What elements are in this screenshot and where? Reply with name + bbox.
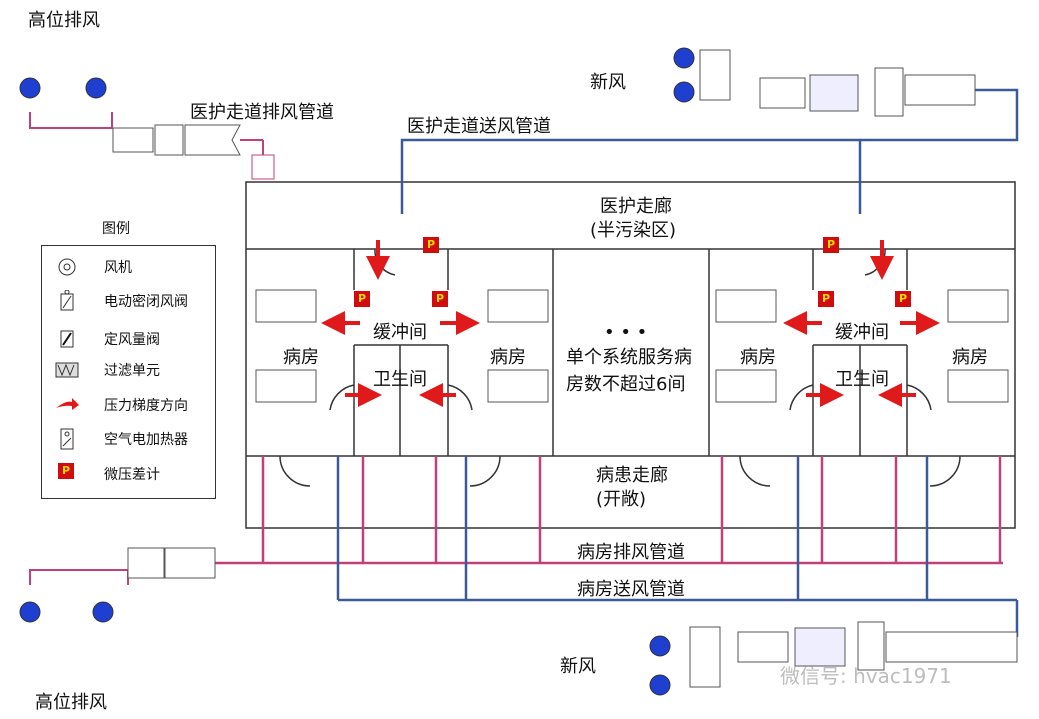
- ward-label: 病房: [490, 347, 526, 368]
- pressure-gradient-arrow-icon: [56, 398, 79, 410]
- legend-text: 风机: [104, 260, 132, 276]
- micro-pressure-gauge-icon: P: [432, 291, 448, 307]
- fan-icon: [19, 77, 41, 99]
- corridor-supply-duct-label: 医护走道送风管道: [407, 116, 551, 137]
- fan-icon: [58, 258, 76, 276]
- bottom-fresh-air-unit: [689, 621, 1018, 688]
- fresh-air-bottom-label: 新风: [560, 656, 596, 677]
- legend-text: 电动密闭风阀: [104, 294, 188, 310]
- patient-corridor-sub-label: (开敞): [596, 489, 647, 510]
- fans: [19, 47, 695, 696]
- top-exhaust-unit: [29, 112, 275, 180]
- fan-icon: [85, 77, 107, 99]
- medical-corridor-label: 医护走廊: [600, 196, 672, 217]
- exhaust-bottom-title: 高位排风: [35, 692, 107, 713]
- electric-air-heater-icon: [60, 428, 74, 450]
- fan-icon: [649, 674, 671, 696]
- legend-row: 空气电加热器: [42, 426, 215, 452]
- micro-pressure-gauge-icon: P: [58, 463, 74, 479]
- toilet-label: 卫生间: [835, 369, 889, 390]
- fresh-air-top-label: 新风: [590, 72, 626, 93]
- legend-text: 定风量阀: [104, 332, 160, 348]
- bottom-exhaust-unit: [29, 547, 216, 585]
- center-note-line2: 房数不超过6间: [566, 374, 686, 395]
- fan-icon: [673, 47, 695, 69]
- fan-icon: [649, 635, 671, 657]
- supply-ducts: [336, 88, 1019, 637]
- legend-row: P 微压差计: [42, 461, 215, 487]
- fan-icon: [92, 601, 114, 623]
- micro-pressure-gauge-icon: P: [823, 237, 839, 253]
- micro-pressure-gauge-icon: P: [354, 291, 370, 307]
- constant-airflow-valve-icon: [60, 330, 74, 348]
- center-note-line1: 单个系统服务病: [566, 347, 692, 368]
- exhaust-ducts: [215, 456, 1003, 565]
- corridor-exhaust-duct-label: 医护走道排风管道: [190, 102, 334, 123]
- patient-corridor-label: 病患走廊: [596, 465, 668, 486]
- ward-exhaust-duct-label: 病房排风管道: [577, 542, 685, 563]
- legend-row: 过滤单元: [42, 357, 215, 383]
- legend-text: 过滤单元: [104, 363, 160, 379]
- pressure-gradient-arrows: [321, 240, 940, 407]
- beds: [255, 289, 1009, 403]
- filter-unit-icon: [55, 362, 79, 378]
- legend-text: 微压差计: [104, 467, 160, 483]
- micro-pressure-gauge-icon: P: [895, 291, 911, 307]
- micro-pressure-gauge-icon: P: [423, 237, 439, 253]
- ward-supply-duct-label: 病房送风管道: [577, 579, 685, 600]
- legend-row: 定风量阀: [42, 326, 215, 352]
- legend-text: 压力梯度方向: [104, 398, 188, 414]
- fan-icon: [19, 601, 41, 623]
- toilet-label: 卫生间: [373, 369, 427, 390]
- medical-corridor-sub-label: (半污染区): [590, 220, 677, 241]
- ward-label: 病房: [283, 347, 319, 368]
- legend-row: 电动密闭风阀: [42, 288, 215, 314]
- electric-airtight-damper-icon: [60, 290, 74, 311]
- legend-row: 压力梯度方向: [42, 392, 215, 418]
- legend-row: 风机: [42, 254, 215, 280]
- buffer-room-label: 缓冲间: [373, 322, 427, 343]
- micro-pressure-gauge-icon: P: [818, 291, 834, 307]
- ward-label: 病房: [740, 347, 776, 368]
- legend-title: 图例: [102, 221, 130, 237]
- building-outline: [245, 181, 1016, 529]
- legend-text: 空气电加热器: [104, 432, 188, 448]
- buffer-room-label: 缓冲间: [835, 322, 889, 343]
- top-fresh-air-unit: [699, 49, 976, 117]
- ward-label: 病房: [952, 347, 988, 368]
- center-dots: • • •: [604, 322, 648, 343]
- exhaust-top-title: 高位排风: [28, 10, 100, 31]
- fan-icon: [673, 81, 695, 103]
- legend: 风机 电动密闭风阀 定风量阀 过滤单元 压力梯度方向 空气电加热器 P 微压差计: [41, 245, 216, 499]
- watermark: 微信号: hvac1971: [780, 664, 952, 688]
